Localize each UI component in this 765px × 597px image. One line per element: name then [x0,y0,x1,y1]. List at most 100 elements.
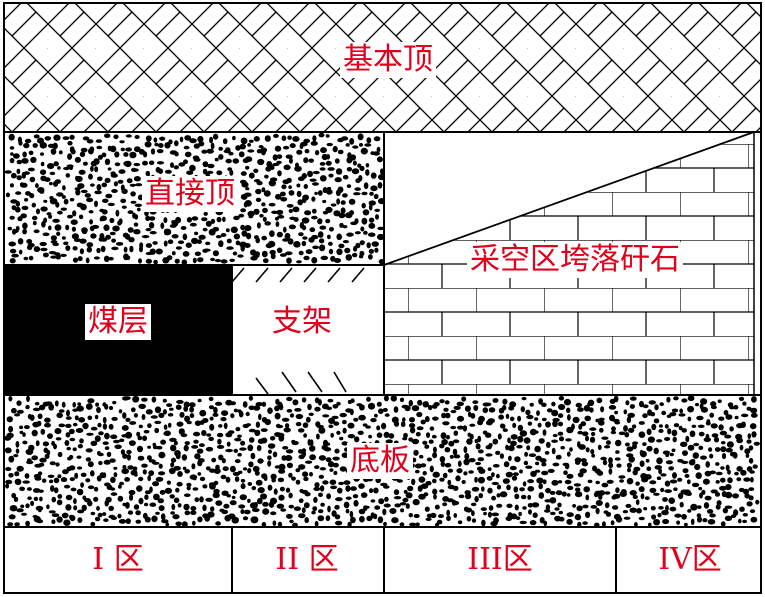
rock-dot [541,462,547,467]
rock-dot [155,511,160,515]
rock-dot [572,416,580,424]
rock-dot [312,245,319,250]
rock-dot [141,414,146,420]
rock-dot [170,462,175,468]
rock-dot [226,246,234,250]
rock-dot [191,445,199,449]
rock-dot [280,191,286,197]
rock-dot [100,245,106,253]
rock-dot [108,505,114,511]
rock-dot [531,430,539,434]
rock-dot [673,423,680,428]
rock-dot [600,406,605,413]
rock-dot [64,440,70,446]
rock-dot [145,409,153,415]
rock-dot [292,206,300,213]
rock-dot [247,468,252,474]
rock-dot [492,438,499,445]
rock-dot [77,402,82,406]
rock-dot [9,215,15,220]
rock-dot [715,471,723,476]
rock-dot [567,414,571,421]
rock-dot [734,415,739,420]
rock-dot [251,516,259,524]
rock-dot [653,492,660,496]
rock-dot [656,439,663,443]
rock-dot [702,478,710,485]
rock-dot [282,446,289,450]
rock-dot [102,416,107,424]
rock-dot [271,477,277,483]
rock-dot [317,399,322,406]
rock-dot [346,156,353,164]
rock-dot [160,439,167,445]
rock-dot [154,420,162,425]
rock-dot [233,448,239,453]
rock-dot [470,413,476,419]
rock-dot [268,501,275,508]
rock-dot [302,196,307,204]
rock-dot [423,492,429,497]
rock-dot [554,507,560,511]
rock-dot [73,505,78,511]
rock-dot [109,458,116,463]
rock-dot [261,187,266,193]
rock-dot [54,224,62,231]
rock-dot [703,502,710,509]
rock-dot [444,447,451,453]
rock-dot [8,425,14,433]
rock-dot [20,182,28,188]
rock-dot [160,513,166,521]
rock-dot [312,182,319,186]
rock-dot [755,499,760,505]
rock-dot [332,462,339,468]
rock-dot [268,180,276,187]
floor-dots [3,395,760,528]
rock-dot [645,458,650,463]
rock-dot [238,410,244,418]
rock-dot [481,519,486,527]
rock-dot [411,478,416,486]
rock-dot [242,467,248,471]
rock-dot [279,486,285,492]
rock-dot [184,510,191,516]
rock-dot [283,164,291,171]
rock-dot [42,252,49,258]
rock-dot [744,448,751,455]
rock-dot [234,459,241,464]
rock-dot [587,399,595,406]
rock-dot [361,191,368,196]
rock-dot [517,424,524,432]
rock-dot [715,480,720,484]
rock-dot [549,511,556,516]
rock-dot [739,444,744,451]
rock-dot [114,162,121,167]
rock-dot [247,149,255,153]
rock-dot [150,415,158,419]
rock-dot [636,508,642,514]
rock-dot [697,424,705,428]
rock-dot [68,454,74,460]
rock-dot [56,412,63,419]
rock-dot [558,403,566,411]
rock-dot [184,441,190,446]
rock-dot [74,415,79,421]
rock-dot [30,500,35,507]
rock-dot [41,221,46,228]
rock-dot [147,423,152,429]
rock-dot [393,406,399,413]
rock-dot [239,143,246,150]
rock-dot [364,505,370,509]
rock-dot [296,190,302,198]
rock-dot [748,457,754,464]
rock-dot [658,424,663,428]
rock-dot [715,462,720,466]
rock-dot [363,230,368,235]
rock-dot [81,504,87,512]
rock-dot [363,182,369,190]
rock-dot [144,516,151,523]
rock-dot [111,189,118,193]
rock-dot [582,521,588,525]
rock-dot [528,509,532,515]
rock-dot [456,468,463,474]
